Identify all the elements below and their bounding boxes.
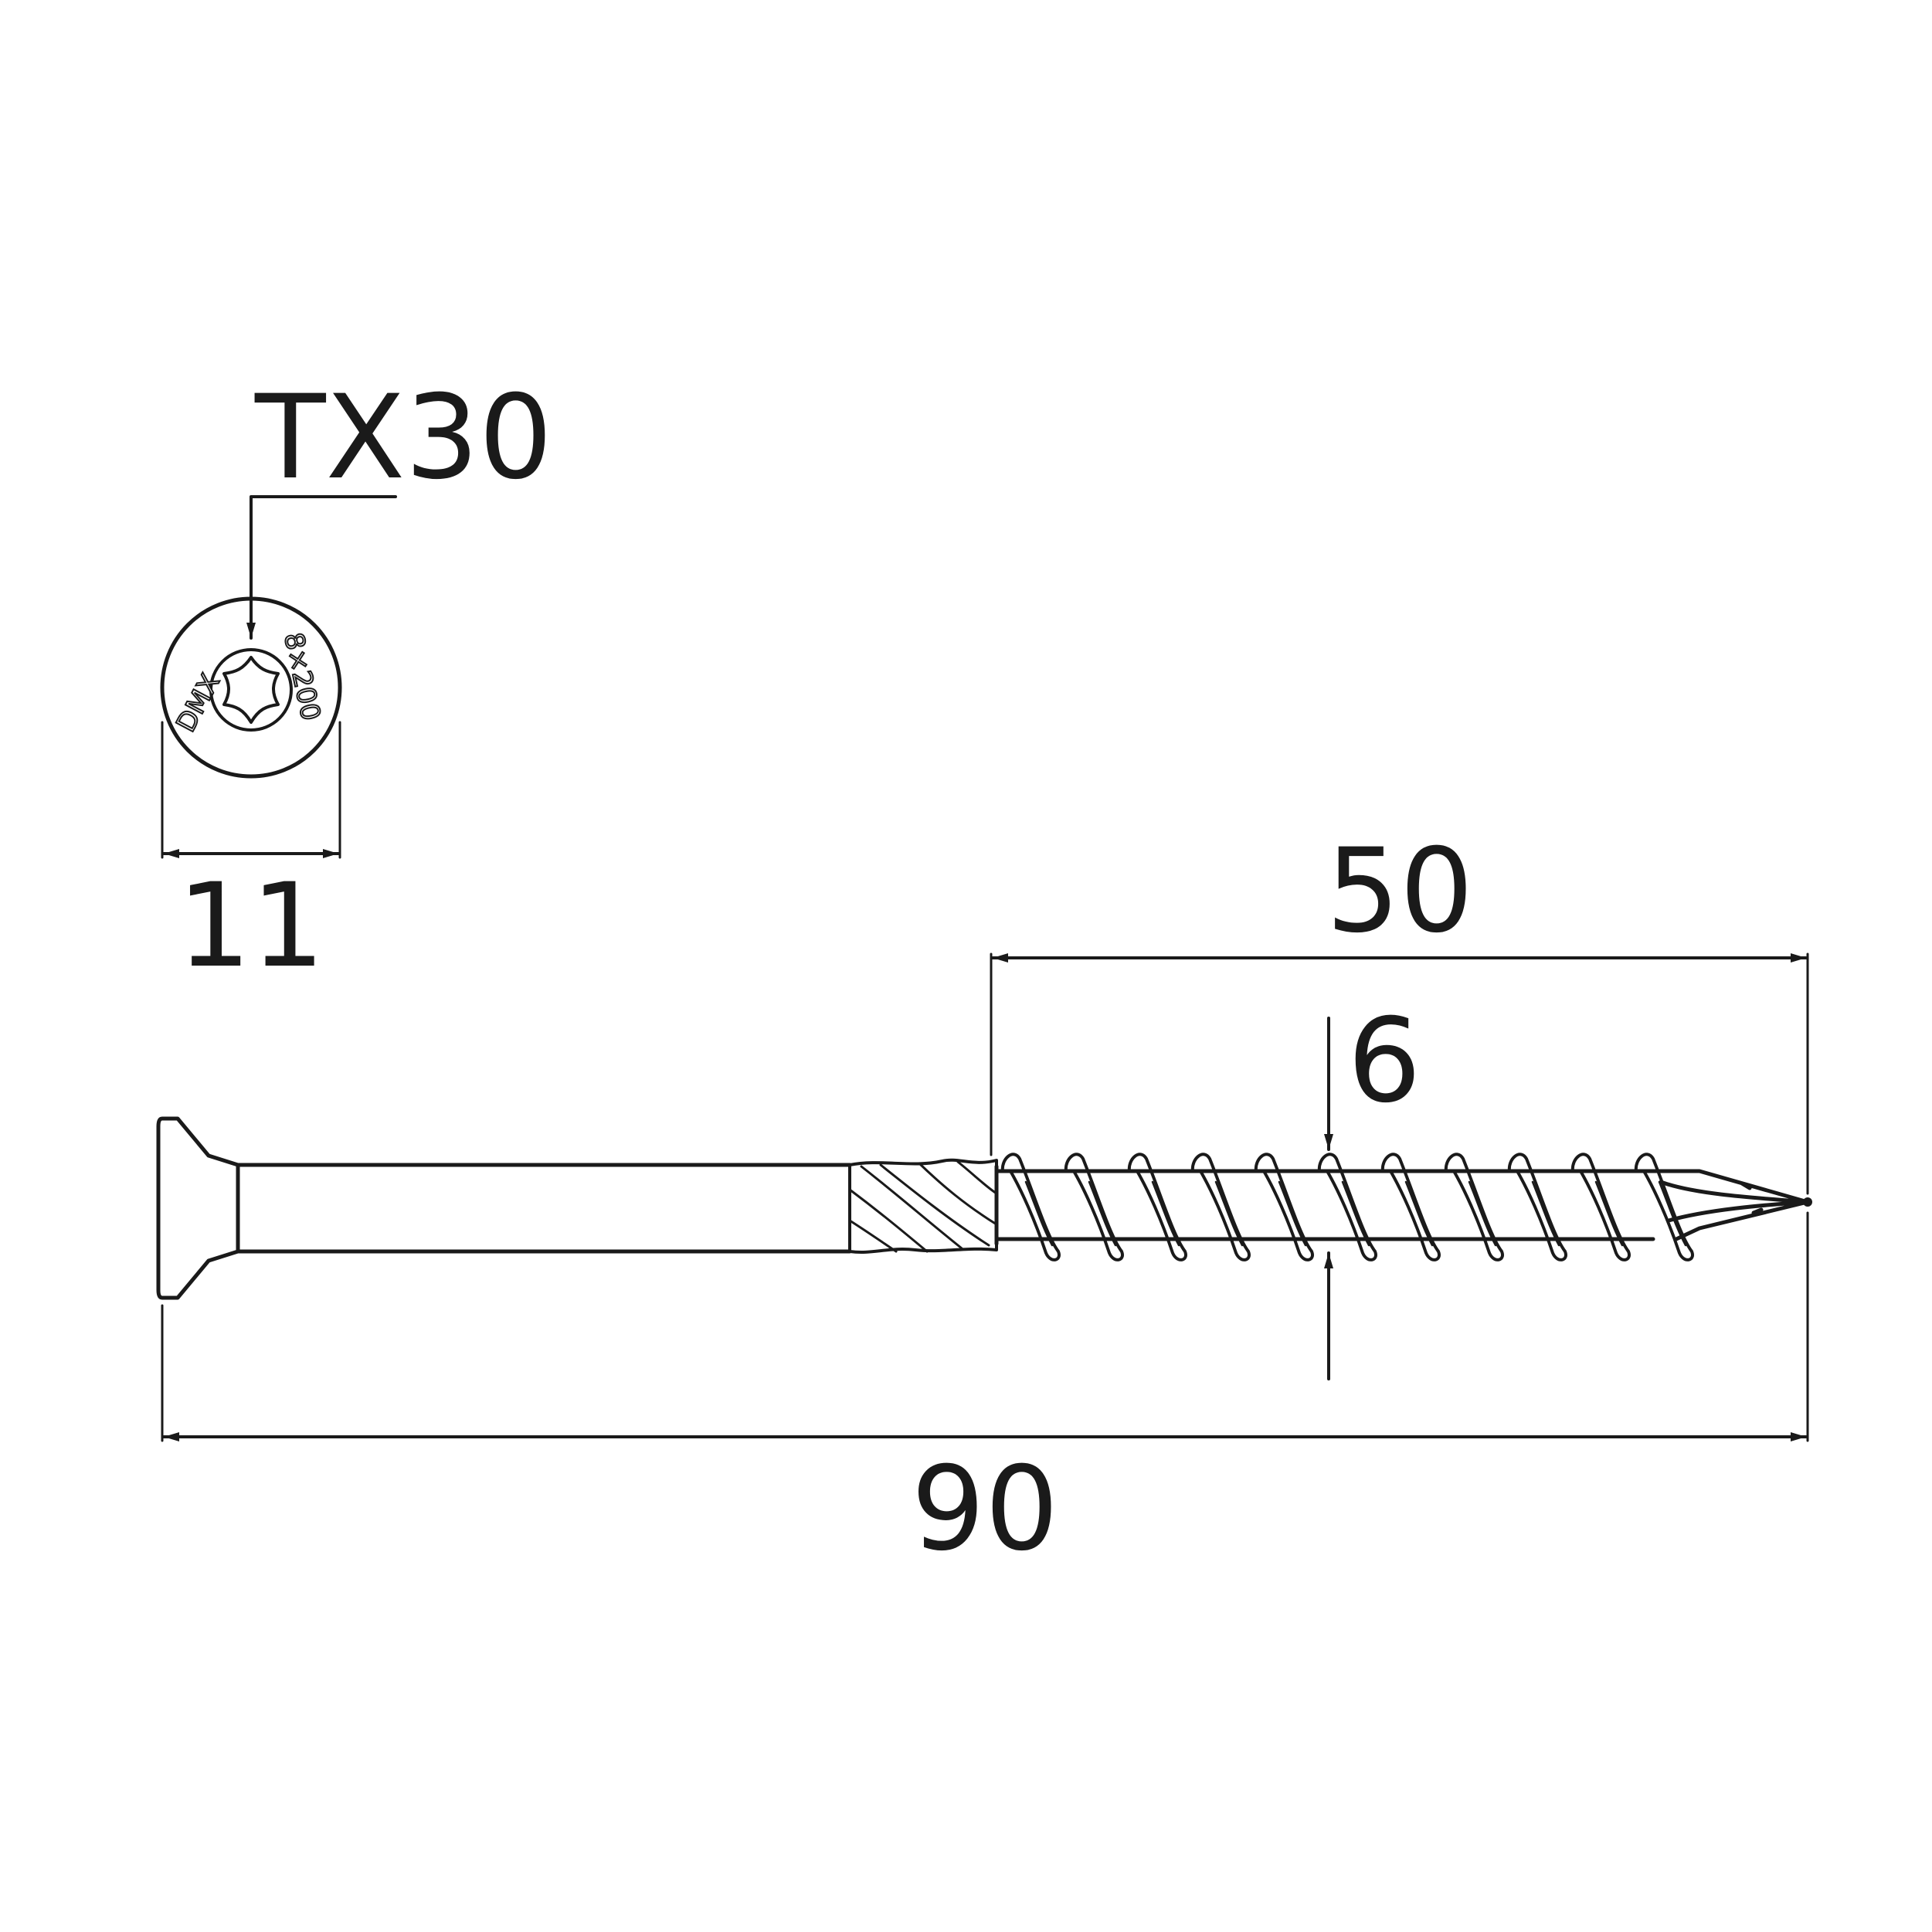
- thread-flight-edge: [1088, 1180, 1117, 1247]
- thread-flight: [1190, 1153, 1251, 1261]
- thread-flight-edge: [1531, 1180, 1560, 1247]
- thread-flight-edge: [1404, 1180, 1434, 1247]
- thread-flight-edge: [1024, 1180, 1054, 1247]
- smooth-shank: [236, 1163, 852, 1254]
- screw-tip: [1651, 1169, 1810, 1241]
- thread-flight-edge: [1151, 1180, 1180, 1247]
- head-brand-marking: DMX: [171, 669, 226, 737]
- thread-flight: [1254, 1153, 1314, 1261]
- thread-flight: [1507, 1153, 1567, 1261]
- drive-callout: TX30: [246, 371, 552, 640]
- thread-flight: [1444, 1153, 1504, 1261]
- thread-flight-edge: [1594, 1180, 1624, 1247]
- thread-flight: [1634, 1153, 1694, 1261]
- thread-flight: [1570, 1153, 1631, 1261]
- thread-flight: [1000, 1153, 1061, 1261]
- thread-diameter-dimension: 6: [1324, 994, 1421, 1380]
- total-length-dimension: 90: [161, 1211, 1809, 1577]
- head-diameter-label: 11: [178, 859, 325, 993]
- thread-diameter-label: 6: [1347, 994, 1421, 1129]
- thread-flight-edge: [1278, 1180, 1307, 1247]
- thread-flight-edge: [1214, 1180, 1244, 1247]
- head-diameter-dimension: 11: [161, 721, 341, 993]
- thread-length-label: 50: [1326, 824, 1474, 959]
- knurled-section: [848, 1158, 998, 1254]
- countersunk-head: [156, 1116, 240, 1300]
- drive-label: TX30: [254, 371, 552, 505]
- thread-flight: [1380, 1153, 1441, 1261]
- thread-flight-edge: [1341, 1180, 1370, 1247]
- thread-flight-edge: [1468, 1180, 1497, 1247]
- thread-flights: [1000, 1153, 1694, 1261]
- screw-side-view: [156, 1116, 1812, 1300]
- torx-recess-icon: [209, 648, 293, 732]
- thread-flight: [1064, 1153, 1124, 1261]
- thread-length-dimension: 50: [990, 824, 1809, 1195]
- thread-flight: [1127, 1153, 1187, 1261]
- thread-flight: [1317, 1153, 1377, 1261]
- total-length-label: 90: [912, 1442, 1059, 1577]
